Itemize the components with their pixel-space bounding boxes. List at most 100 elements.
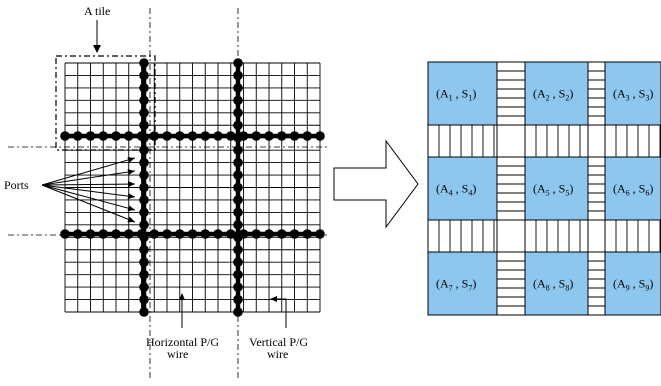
tile-label-4: (A4 , S4) — [436, 182, 476, 198]
horizontal-wire-label-line2: wire — [167, 347, 188, 361]
port-dot — [139, 108, 149, 118]
port-dot — [174, 131, 185, 141]
port-dot — [233, 244, 243, 255]
port-arrow-head — [128, 181, 135, 188]
tile-label-8: (A8 , S8) — [533, 277, 573, 293]
port-arrow — [41, 184, 136, 198]
port-dot — [233, 145, 243, 155]
vertical-channel — [524, 219, 589, 253]
port-arrow-head — [127, 169, 135, 175]
port-dot — [60, 131, 70, 141]
port-dot — [123, 131, 134, 141]
port-dot — [139, 58, 149, 68]
port-arrow — [41, 183, 136, 186]
port-dot — [85, 229, 96, 239]
port-dot — [139, 232, 149, 243]
port-dot — [72, 131, 83, 141]
port-dot — [139, 95, 149, 106]
port-arrow-head — [127, 216, 135, 223]
port-dot — [315, 131, 325, 141]
port-arrow-head — [127, 193, 135, 200]
port-dot — [139, 145, 149, 155]
tile-5 — [524, 156, 589, 221]
port-arrow — [41, 157, 136, 186]
port-dot — [200, 229, 211, 239]
port-dot — [139, 170, 149, 180]
port-dot — [98, 229, 109, 239]
port-dot — [60, 229, 70, 239]
port-dot — [85, 131, 96, 141]
tile-label: A tile — [84, 4, 110, 18]
port-dot — [233, 70, 243, 81]
tile-arrow-head — [93, 45, 101, 53]
port-dot — [233, 157, 243, 168]
vertical-channel — [427, 219, 498, 253]
port-arrow-head — [127, 205, 135, 212]
port-dot — [225, 229, 236, 239]
mesh-grid — [64, 62, 321, 313]
port-dot — [162, 229, 172, 239]
port-dot — [233, 120, 243, 131]
port-dot — [233, 282, 243, 292]
port-dot — [139, 207, 149, 218]
port-dot — [200, 131, 211, 141]
port-arrow — [41, 170, 136, 186]
port-dot — [233, 170, 243, 180]
port-dot — [233, 269, 243, 280]
tile-label-5: (A5 , S5) — [533, 182, 573, 198]
port-dot — [233, 257, 243, 268]
vertical-channel — [604, 219, 661, 253]
port-dot — [264, 229, 274, 239]
horizontal-wire-pointer-head — [179, 293, 185, 300]
port-dot — [233, 108, 243, 118]
port-dot — [233, 195, 243, 205]
port-dot — [72, 229, 83, 239]
port-dot — [233, 182, 243, 193]
port-dot — [233, 132, 243, 143]
port-dot — [139, 294, 149, 305]
port-dot — [187, 229, 198, 239]
port-dot — [302, 131, 313, 141]
port-dot — [139, 257, 149, 268]
port-arrows — [41, 157, 136, 223]
port-dot — [251, 229, 262, 239]
vertical-channel — [604, 124, 661, 158]
vertical-wire-pointer-head — [270, 296, 277, 302]
horizontal-channel — [496, 251, 526, 316]
port-dot — [139, 83, 149, 93]
port-dot — [162, 131, 172, 141]
vertical-channel — [427, 124, 498, 158]
tile-2 — [524, 61, 589, 126]
port-dot — [233, 307, 243, 317]
port-dot — [233, 83, 243, 93]
port-dot — [289, 229, 300, 239]
port-dot — [187, 131, 198, 141]
port-dot — [251, 131, 262, 141]
port-dot — [149, 229, 160, 239]
port-dot — [233, 220, 243, 230]
tile-3 — [604, 61, 661, 126]
tile-4 — [427, 156, 498, 221]
port-arrow — [41, 184, 136, 211]
tile-partition: (A1 , S1)(A2 , S2)(A3 , S3)(A4 , S4)(A5 … — [427, 61, 661, 316]
port-dot — [315, 229, 325, 239]
tile-label-9: (A9 , S9) — [613, 277, 653, 293]
port-dot — [111, 229, 121, 239]
tile-label-6: (A6 , S6) — [613, 182, 653, 198]
port-dot — [139, 120, 149, 131]
port-dot — [139, 70, 149, 81]
port-dot — [233, 95, 243, 106]
tile-label-2: (A2 , S2) — [533, 87, 573, 103]
port-dot — [139, 269, 149, 280]
port-dot — [174, 229, 185, 239]
port-dot — [276, 131, 287, 141]
port-arrow — [41, 184, 136, 223]
port-dot — [139, 307, 149, 317]
port-dot — [139, 282, 149, 292]
vertical-wire-label-line2: wire — [267, 347, 288, 361]
port-dot — [213, 131, 223, 141]
tile-6 — [604, 156, 661, 221]
ports-label: Ports — [4, 178, 29, 192]
tile-outline — [55, 55, 156, 151]
